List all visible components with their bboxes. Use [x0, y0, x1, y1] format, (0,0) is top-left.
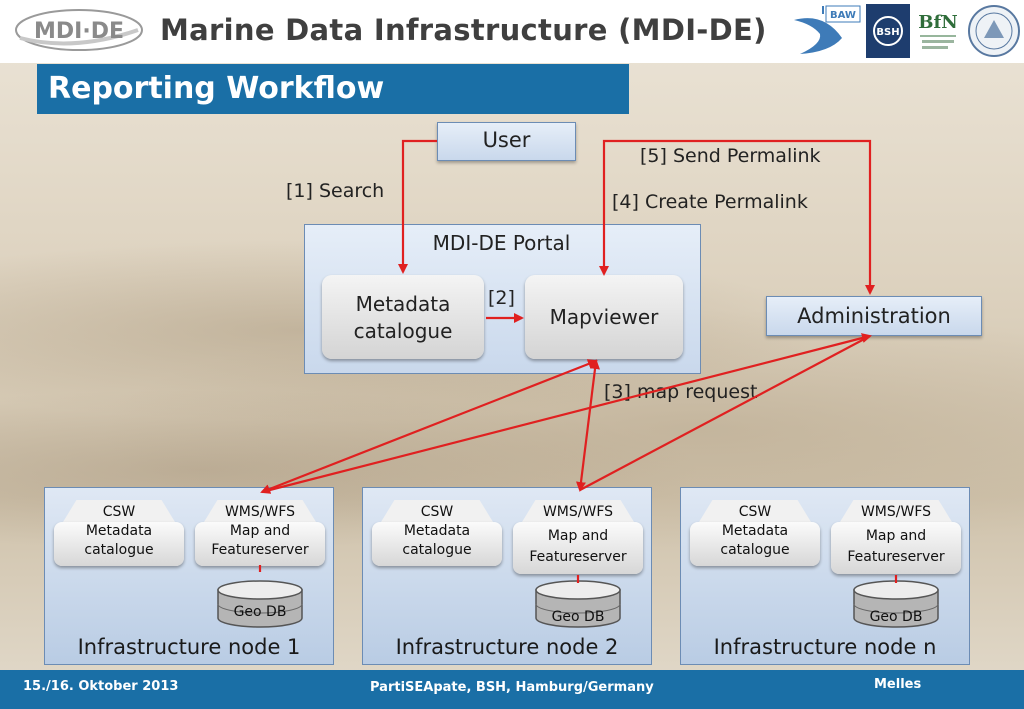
- arrow-admin-node1: [261, 333, 872, 494]
- bfn-logo: BfN: [914, 4, 962, 58]
- arrow-search: [398, 139, 437, 274]
- csw-tab: CSW: [381, 500, 493, 522]
- section-title: Reporting Workflow: [48, 71, 385, 106]
- map-featureserver[interactable]: Map and Featureserver: [831, 522, 961, 574]
- header: MDI·DE Marine Data Infrastructure (MDI-D…: [0, 0, 1024, 63]
- csw-tab: CSW: [699, 500, 811, 522]
- node-title: Infrastructure node 2: [395, 635, 619, 659]
- metadata-catalogue-button[interactable]: Metadata catalogue: [322, 275, 484, 359]
- user-label: User: [482, 128, 531, 152]
- database-icon: [217, 580, 303, 628]
- bsh-logo: BSH: [866, 4, 910, 58]
- map-featureserver[interactable]: Map and Featureserver: [513, 522, 643, 574]
- section-bar: [37, 64, 629, 114]
- infrastructure-node-1: CSW Metadata catalogue WMS/WFS Map and F…: [44, 487, 334, 665]
- baw-logo: BAW: [794, 5, 861, 55]
- arrow-mapviewer-node2: [576, 359, 600, 492]
- edge-label-map-request: [3] map request: [604, 381, 758, 403]
- node-title: Infrastructure node n: [713, 635, 937, 659]
- infrastructure-node-2: CSW Metadata catalogue WMS/WFS Map and F…: [362, 487, 652, 665]
- geo-db: Geo DB: [853, 580, 939, 628]
- footer-date: 15./16. Oktober 2013: [23, 679, 179, 694]
- portal-title: MDI-DE Portal: [432, 231, 571, 255]
- logo-text: MDI·DE: [34, 19, 124, 44]
- footer-event: PartiSEApate, BSH, Hamburg/Germany: [370, 680, 654, 695]
- mdi-de-logo: MDI·DE: [15, 9, 143, 51]
- database-icon: [535, 580, 621, 628]
- wms-wfs-tab: WMS/WFS: [522, 500, 634, 522]
- footer-author: Melles: [874, 677, 922, 692]
- arrow-admin-node2: [579, 335, 871, 491]
- user-box[interactable]: [437, 122, 576, 161]
- geo-db-label: Geo DB: [233, 604, 287, 620]
- arrow-permalink: [599, 139, 875, 295]
- mapviewer-label: Mapviewer: [549, 305, 659, 329]
- baw-logo-text: BAW: [830, 10, 856, 21]
- bsh-logo-text: BSH: [876, 27, 899, 38]
- geo-db-label: Geo DB: [869, 609, 923, 625]
- footer-bar: [0, 670, 1024, 709]
- edge-label-send-permalink: [5] Send Permalink: [640, 145, 821, 167]
- infrastructure-node-n: CSW Metadata catalogue WMS/WFS Map and F…: [680, 487, 970, 665]
- geo-db: Geo DB: [535, 580, 621, 628]
- csw-metadata-catalogue[interactable]: Metadata catalogue: [372, 522, 502, 566]
- university-seal-logo: [968, 5, 1020, 57]
- arrow-mapviewer-node1: [260, 359, 598, 494]
- geo-db-label: Geo DB: [551, 609, 605, 625]
- metadata-catalogue-label: Metadata catalogue: [353, 292, 453, 343]
- edge-label-step2: [2]: [488, 287, 515, 309]
- geo-db: Geo DB: [217, 580, 303, 628]
- node-title: Infrastructure node 1: [77, 635, 301, 659]
- wms-wfs-tab: WMS/WFS: [840, 500, 952, 522]
- csw-tab: CSW: [63, 500, 175, 522]
- edge-label-create-permalink: [4] Create Permalink: [612, 191, 808, 213]
- edge-label-search: [1] Search: [286, 180, 385, 202]
- administration-label: Administration: [797, 304, 951, 328]
- csw-metadata-catalogue[interactable]: Metadata catalogue: [54, 522, 184, 566]
- map-featureserver[interactable]: Map and Featureserver: [195, 522, 325, 566]
- csw-metadata-catalogue[interactable]: Metadata catalogue: [690, 522, 820, 566]
- wms-wfs-tab: WMS/WFS: [204, 500, 316, 522]
- page-title: Marine Data Infrastructure (MDI-DE): [160, 13, 767, 47]
- administration-box[interactable]: [766, 296, 982, 336]
- bfn-logo-text: BfN: [918, 12, 957, 33]
- database-icon: [853, 580, 939, 628]
